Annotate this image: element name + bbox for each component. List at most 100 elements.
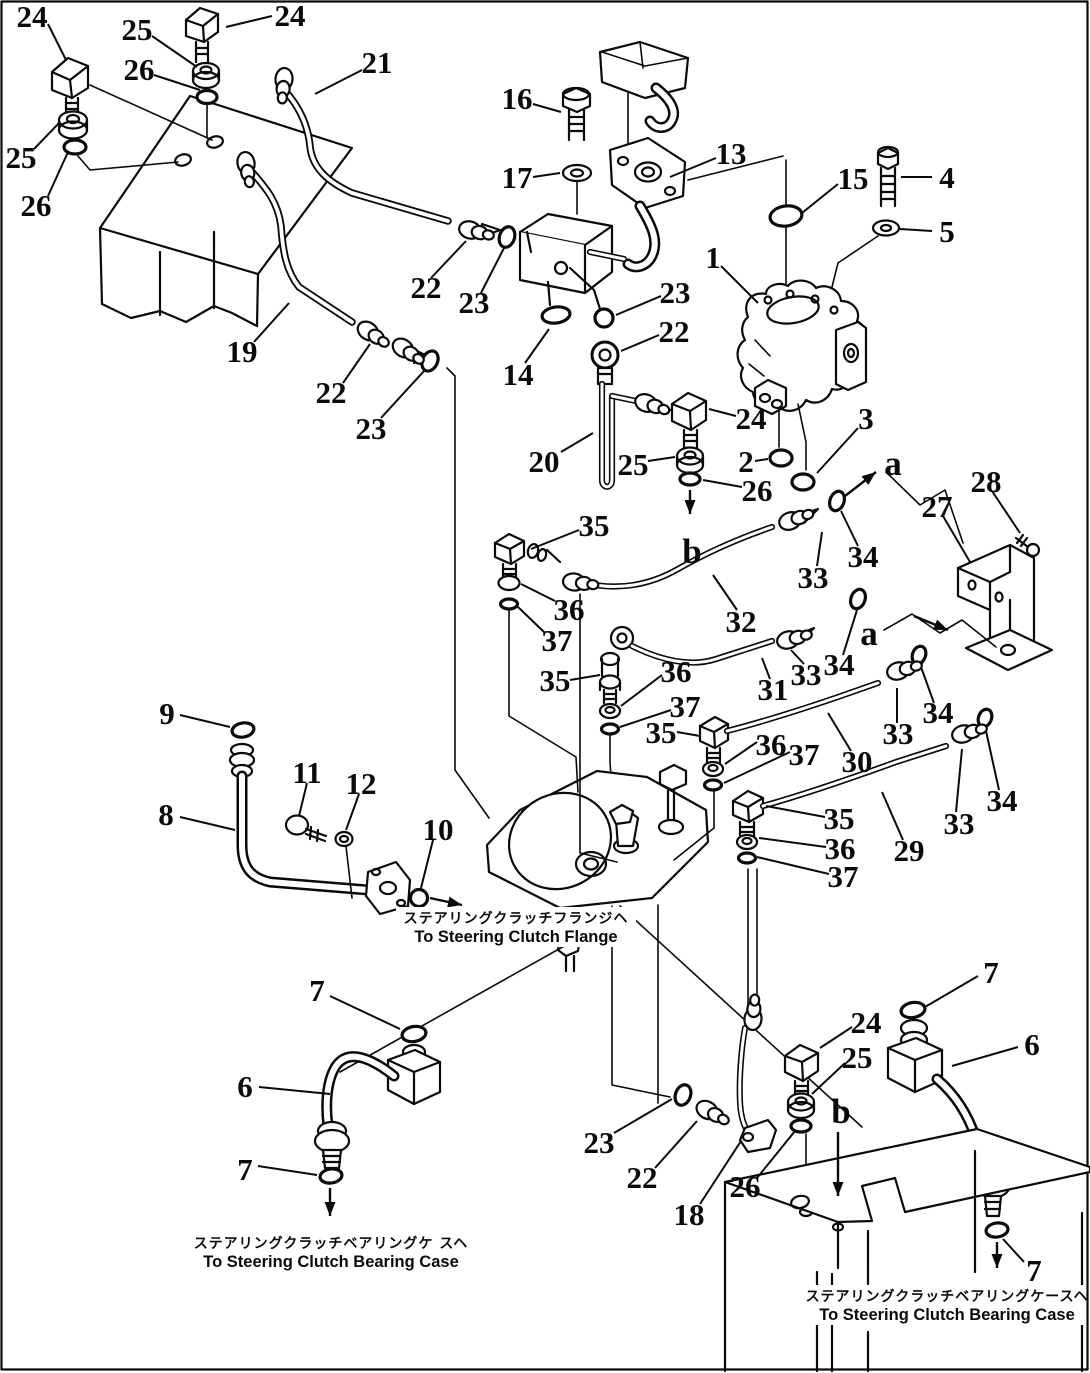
- leader-line: [816, 427, 859, 474]
- o-ring-34-pipe32: [827, 489, 847, 513]
- o-ring-9: [230, 721, 256, 739]
- leader-line: [708, 408, 737, 417]
- elbow-fitting-35-a: [493, 532, 562, 580]
- elbow-fitting-24-top-second: [184, 6, 220, 64]
- leader-line: [920, 666, 935, 704]
- annotation-japanese: ステアリングクラッチベアリングケ スヘ: [194, 1235, 469, 1252]
- pipe-30-core: [725, 681, 880, 733]
- arrowhead: [861, 472, 876, 485]
- o-ring-7-right-top: [899, 1000, 927, 1020]
- elbow-fitting-35-c: [698, 715, 730, 765]
- annotation-japanese: ステアリングクラッチフランジヘ: [404, 910, 629, 927]
- o-ring-15: [768, 204, 804, 228]
- o-ring-7-right-bottom: [984, 1221, 1010, 1239]
- arrowhead: [324, 1202, 336, 1216]
- cover-plate: [485, 763, 710, 973]
- callout-label-9: 9: [159, 696, 175, 731]
- hose-13-stub-core: [588, 250, 626, 261]
- union-fitting-35-b: [598, 651, 622, 705]
- callout-label-35: 35: [579, 508, 610, 543]
- callout-label-32: 32: [726, 604, 757, 639]
- assembly-line-13-to-valve: [687, 155, 787, 299]
- tube-21-core: [284, 90, 450, 223]
- bracket-27: [883, 471, 1054, 672]
- callout-label-31: 31: [758, 672, 789, 707]
- ferrule-fitting-22-33: [695, 1099, 730, 1126]
- elbow-fitting-35-d: [731, 789, 765, 838]
- association-lines: [339, 367, 863, 1206]
- callout-label-33: 33: [883, 716, 914, 751]
- callout-label-26: 26: [124, 52, 155, 87]
- leader-line: [569, 674, 601, 681]
- arrowhead: [832, 1182, 844, 1196]
- ferrule-fitting-22-33: [743, 993, 763, 1032]
- o-ring-23-tube21: [497, 225, 517, 249]
- o-ring-34-pipe31: [848, 587, 868, 611]
- leader-line: [724, 741, 758, 765]
- leader-line: [1002, 1238, 1025, 1263]
- pipe-6-left-core: [323, 1053, 397, 1129]
- o-ring-10: [408, 887, 430, 909]
- callout-label-36: 36: [756, 727, 787, 762]
- callout-label-20: 20: [529, 444, 560, 479]
- leader-line: [329, 995, 401, 1030]
- leader-line: [842, 609, 858, 656]
- callout-label-23: 23: [584, 1125, 615, 1160]
- hose-13-upper-core: [647, 85, 677, 131]
- callout-label-35: 35: [646, 715, 677, 750]
- callout-label-34: 34: [824, 647, 855, 682]
- nut-36-a: [497, 574, 521, 592]
- callout-label-16: 16: [502, 81, 533, 116]
- o-ring-26-top-left: [62, 138, 88, 156]
- callout-label-13: 13: [716, 136, 747, 171]
- o-ring-23-bottom: [673, 1083, 693, 1107]
- callout-label-25: 25: [618, 447, 649, 482]
- annotation-mask: [809, 1285, 1085, 1325]
- leader-line: [811, 1062, 846, 1095]
- leader-line: [754, 458, 769, 462]
- arrowhead: [684, 500, 696, 514]
- pipe-6-left-group: [313, 1024, 442, 1185]
- callout-label-7: 7: [237, 1152, 253, 1187]
- o-ring-26-top-second: [195, 88, 219, 106]
- hose-13-lower-core: [625, 203, 658, 270]
- washer-5: [828, 219, 901, 300]
- annotation-english: To Steering Clutch Bearing Case: [819, 1306, 1075, 1324]
- callout-label-3: 3: [858, 401, 874, 436]
- callout-label-22: 22: [627, 1160, 658, 1195]
- callout-label-23: 23: [660, 275, 691, 310]
- flow-arrows-layer: [324, 471, 1003, 1268]
- leader-line: [790, 649, 805, 665]
- leader-line: [881, 791, 904, 841]
- ferrule-fitting-22-33: [236, 150, 256, 189]
- leader-line: [723, 751, 791, 784]
- nut-25-center: [675, 446, 705, 475]
- o-ring-26-center: [678, 471, 702, 487]
- leader-line: [179, 816, 236, 831]
- callout-label-17: 17: [502, 160, 533, 195]
- callout-label-22: 22: [316, 375, 347, 410]
- ferrule-fitting-22-33: [458, 220, 495, 241]
- leader-line: [942, 515, 971, 563]
- tube-19-core: [250, 170, 354, 324]
- annotation-mask: [396, 907, 636, 947]
- leader-line: [756, 1130, 796, 1179]
- leader-line: [532, 172, 561, 178]
- callout-label-b: b: [682, 532, 701, 571]
- leader-line: [258, 1086, 331, 1095]
- callout-label-35: 35: [824, 801, 855, 836]
- leader-line: [153, 74, 201, 91]
- callout-label-2: 2: [738, 444, 754, 479]
- callout-label-12: 12: [346, 766, 377, 801]
- callout-label-33: 33: [798, 560, 829, 595]
- pipe-8-group: [228, 721, 430, 916]
- callout-label-26: 26: [730, 1169, 761, 1204]
- o-ring-37-b: [599, 722, 621, 736]
- tube-20-core: [600, 382, 614, 489]
- leader-line: [33, 121, 61, 150]
- leader-line: [985, 730, 1000, 791]
- o-ring-7-left-top: [400, 1024, 428, 1044]
- leader-line: [560, 432, 594, 453]
- bolt-4: [876, 145, 900, 208]
